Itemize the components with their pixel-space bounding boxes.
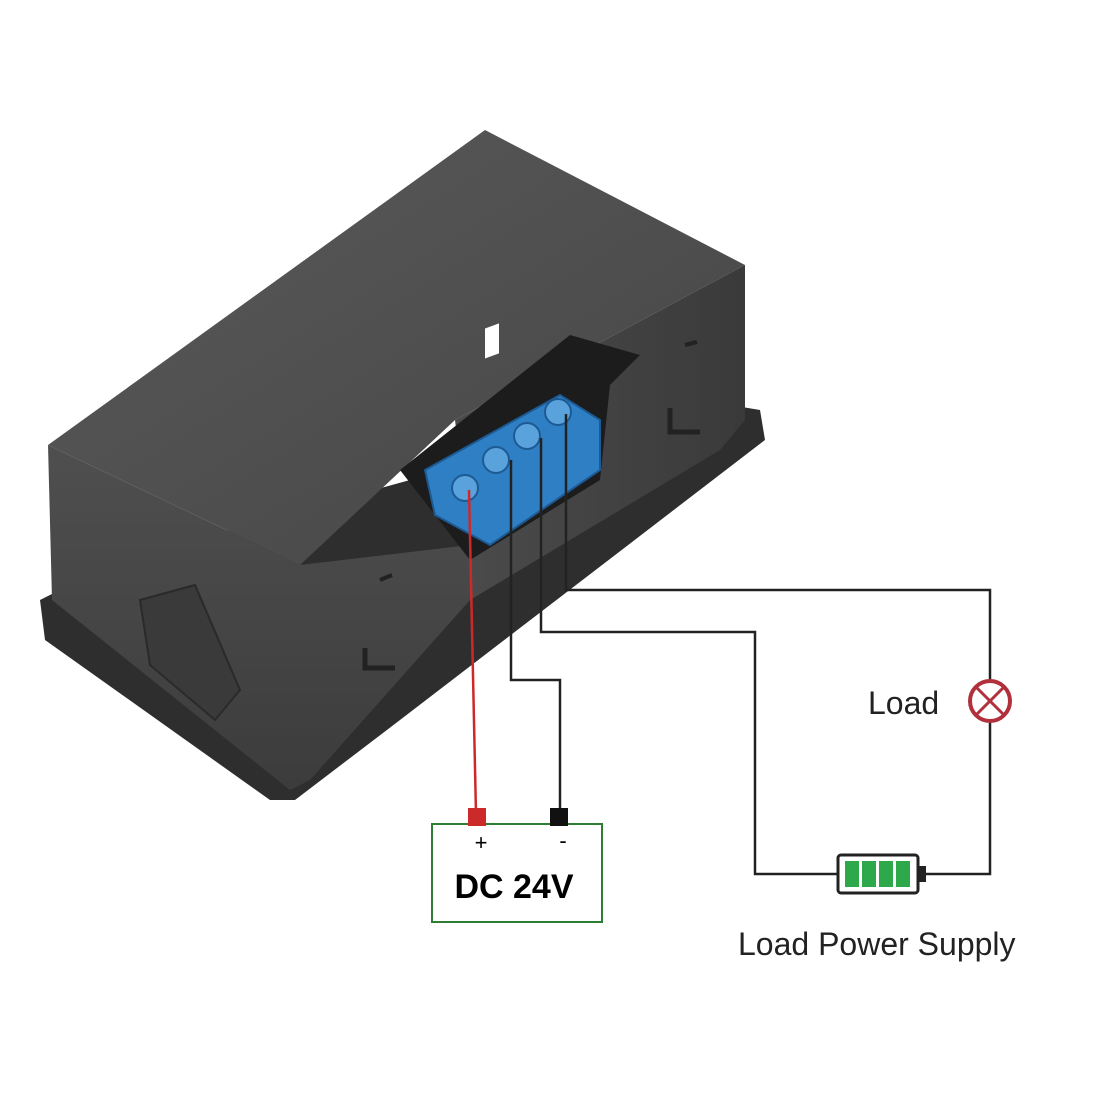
mounting-clip xyxy=(138,583,242,722)
wire-positive xyxy=(467,489,478,815)
load-power-supply-label: Load Power Supply xyxy=(738,926,1016,962)
device-front-face xyxy=(48,445,470,790)
negative-terminal xyxy=(550,808,568,826)
wire-negative xyxy=(509,460,562,814)
terminal-slots xyxy=(485,323,499,359)
slot-mark xyxy=(362,648,395,671)
device-top-face xyxy=(48,130,745,565)
positive-terminal xyxy=(468,808,486,826)
terminal-screw xyxy=(482,446,510,474)
dc-supply-label: DC 24V xyxy=(454,868,573,906)
dc-box xyxy=(431,823,603,923)
relay-module xyxy=(40,130,765,800)
wires xyxy=(467,414,992,876)
slot-mark xyxy=(667,408,700,435)
battery-icon xyxy=(836,853,926,895)
minus-sign: - xyxy=(559,828,566,853)
lamp-icon xyxy=(968,679,1012,723)
wire-lamp-battery xyxy=(926,721,992,876)
wire-load-supply xyxy=(539,438,838,876)
wire-load xyxy=(564,414,992,681)
terminal-screws xyxy=(451,398,572,502)
load-label: Load xyxy=(868,685,939,721)
plus-sign: + xyxy=(475,830,488,855)
terminal-screw xyxy=(513,422,541,450)
slot-mark xyxy=(379,573,393,582)
dc-supply: + - DC 24V xyxy=(431,808,603,923)
terminal-screw xyxy=(544,398,572,426)
terminal-screw xyxy=(451,474,479,502)
terminal-slot xyxy=(485,323,499,359)
slot-mark xyxy=(684,340,698,347)
